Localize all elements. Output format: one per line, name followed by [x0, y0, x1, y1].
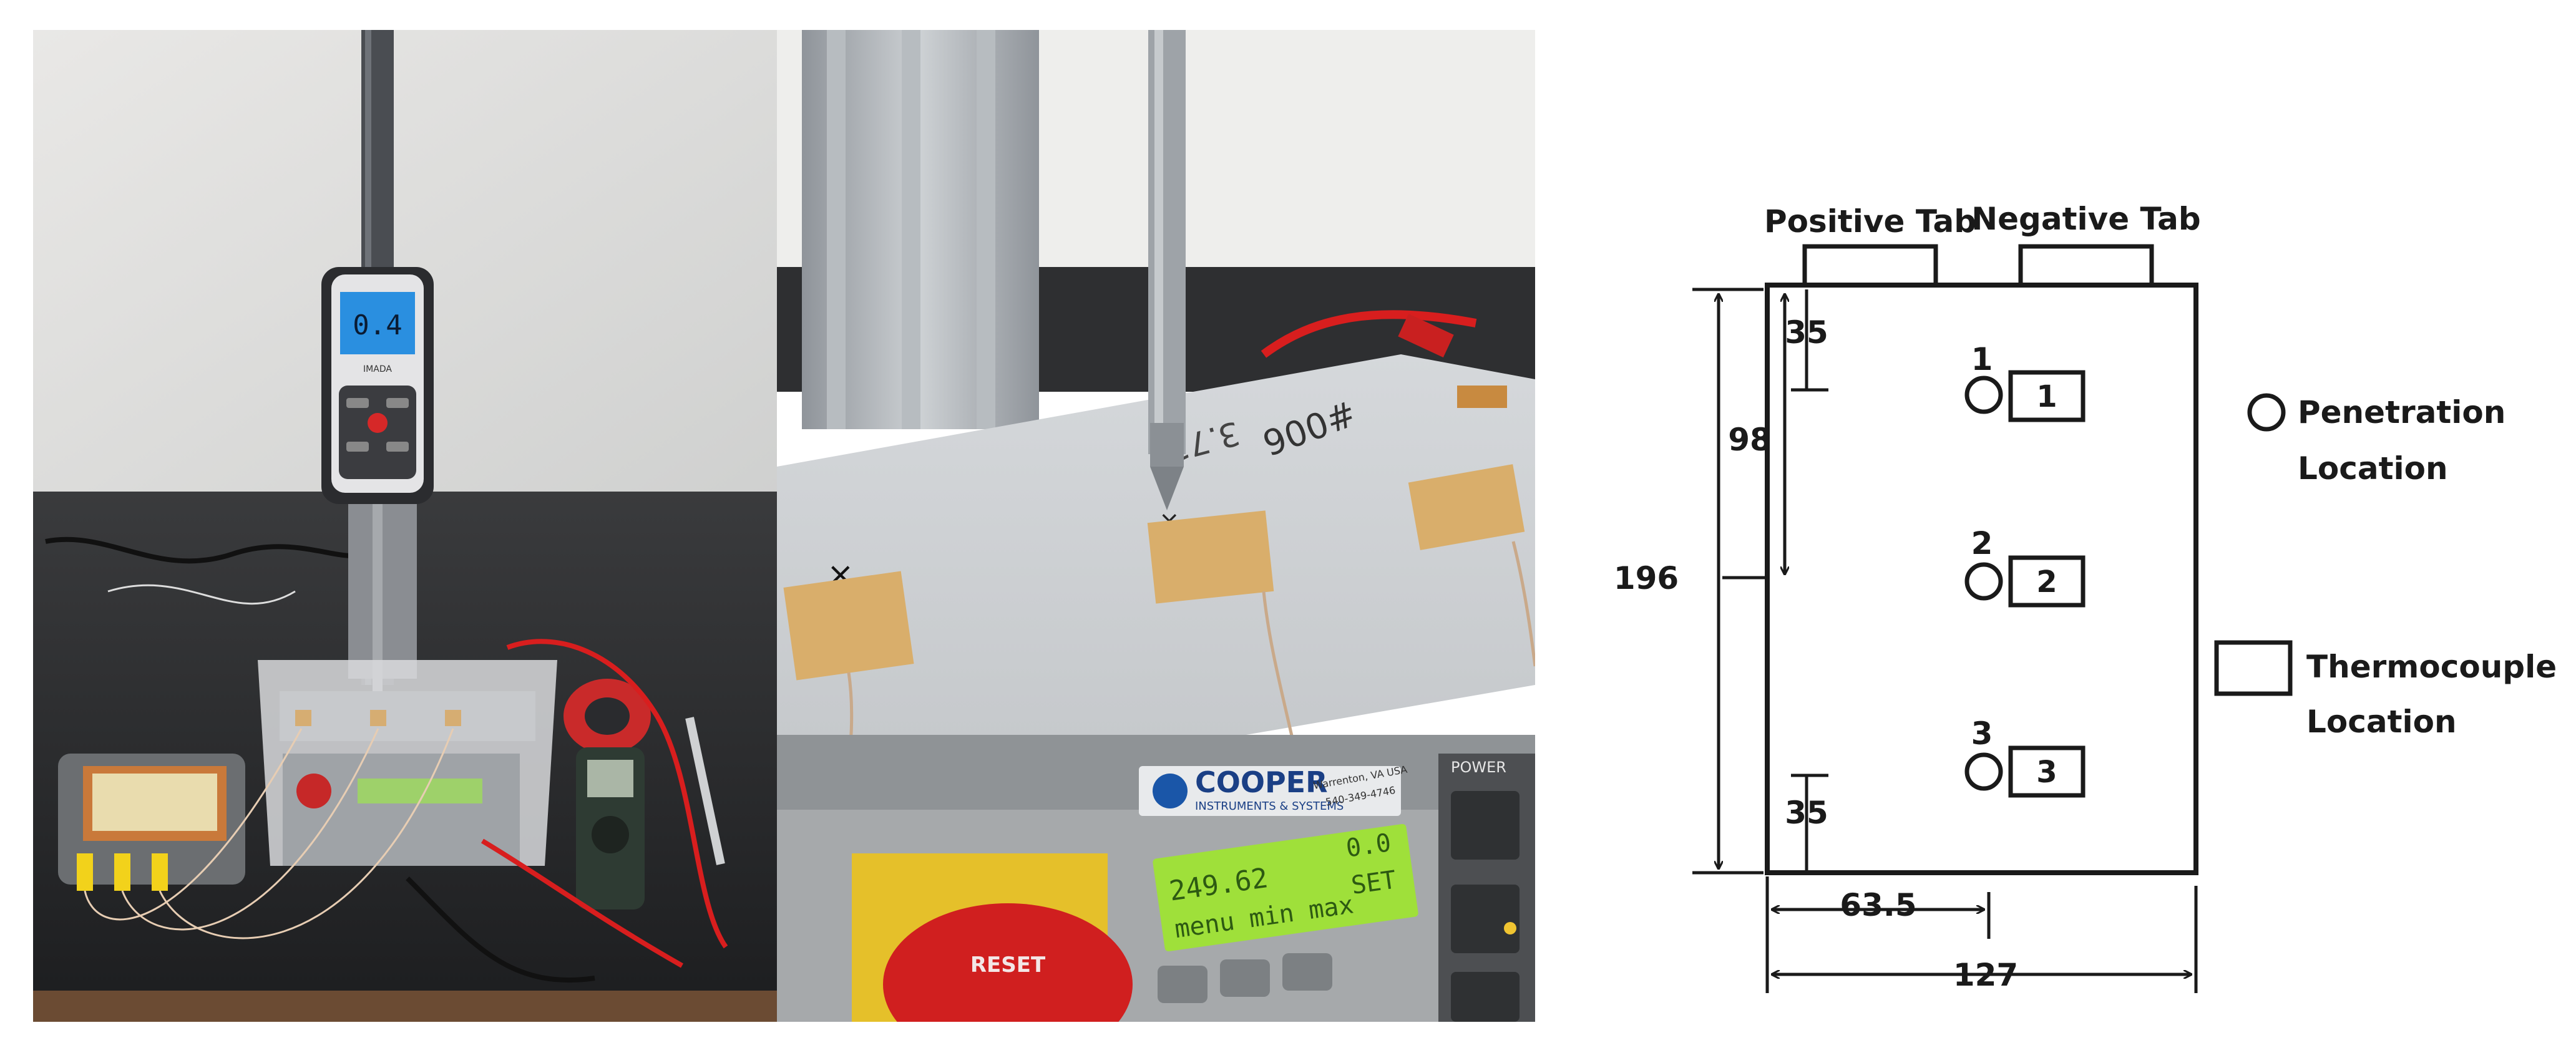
tester-brand: COOPER	[1195, 765, 1328, 799]
penetration-closeup-photo: #006 3.71V × × COOPER INSTRUMENTS & SYST…	[777, 30, 1535, 1022]
point-number-2: 2	[1971, 525, 1993, 561]
power-label: POWER	[1451, 759, 1506, 776]
dimension-35-bottom	[1791, 774, 1828, 873]
dim-total-height: 196	[1614, 560, 1679, 596]
legend-thermocouple-line1: Thermocouple	[2306, 649, 2557, 685]
cell-schematic: Positive Tab Negative Tab 1 1 2 2 3 3	[1535, 0, 2576, 1048]
legend-thermocouple-icon	[2214, 640, 2293, 696]
tester-lcd	[1153, 823, 1418, 952]
dim-total-width: 127	[1953, 957, 2018, 993]
dimension-98	[1722, 289, 1785, 580]
dim-half-width: 63.5	[1840, 887, 1916, 923]
reset-button-label: RESET	[970, 953, 1046, 978]
gauge-brand: IMADA	[363, 364, 392, 374]
setup-photo: 0.4 IMADA	[33, 30, 777, 1022]
tester-lcd-line2-right: SET	[1349, 865, 1398, 900]
location-1: 1 1	[1964, 341, 2086, 422]
thermocouple-pad-left	[783, 571, 914, 681]
negative-tab-label: Negative Tab	[1971, 201, 2200, 237]
dimension-63-5	[1765, 876, 1991, 993]
tester-brand-sub: INSTRUMENTS & SYSTEMS	[1195, 800, 1344, 813]
gauge-screen	[340, 292, 415, 354]
nail-shaft	[373, 504, 383, 704]
legend-penetration-line2: Location	[2298, 450, 2448, 487]
clamp-meter	[564, 679, 651, 910]
positive-tab-label: Positive Tab	[1764, 203, 1976, 240]
negative-tab	[2018, 244, 2154, 288]
location-3: 3 3	[1964, 716, 2086, 798]
dim-top: 35	[1785, 314, 1828, 351]
bench-edge	[33, 991, 777, 1022]
legend-thermocouple-line2: Location	[2306, 704, 2457, 740]
nail-tip	[1150, 467, 1184, 510]
legend: Penetration Location Thermocouple Locati…	[2214, 393, 2557, 740]
point-number-3: 3	[1971, 716, 1993, 752]
reset-button	[883, 903, 1133, 1022]
battery-cell	[280, 691, 535, 741]
thermocouple-label-2: 2	[2036, 565, 2057, 599]
thermocouple-pad-3	[445, 710, 461, 726]
thermocouple-pad-center	[1147, 510, 1274, 604]
nail-rod	[1148, 30, 1186, 454]
dim-middle: 98	[1728, 422, 1772, 458]
tester-lcd-line1-right: 0.0	[1344, 828, 1393, 863]
thermocouple-box-3	[2008, 745, 2086, 798]
dimension-127	[1772, 886, 2198, 993]
temperature-logger	[58, 754, 245, 891]
penetration-marker-2	[1964, 562, 2003, 601]
thermocouple-pad-1	[295, 710, 311, 726]
legend-penetration-icon	[2247, 393, 2286, 432]
thermocouple-pad-right	[1408, 464, 1525, 550]
legend-penetration-line1: Penetration	[2298, 394, 2505, 430]
dimension-35-top	[1791, 289, 1828, 392]
positive-tab	[1802, 244, 1938, 288]
gauge-reading: 0.4	[353, 309, 402, 341]
dimension-196	[1692, 288, 1764, 875]
thermocouple-box-2	[2008, 555, 2086, 608]
thermocouple-label-3: 3	[2036, 755, 2057, 790]
location-2: 2 2	[1964, 525, 2086, 608]
force-gauge: 0.4 IMADA	[321, 267, 434, 504]
penetration-marker-3	[1964, 752, 2003, 791]
thermocouple-box-1	[2008, 370, 2086, 422]
point-number-1: 1	[1971, 341, 1993, 377]
penetration-marker-1	[1964, 376, 2003, 414]
gauge-red-button	[368, 413, 388, 433]
thermocouple-label-1: 1	[2036, 379, 2057, 414]
thermocouple-pad-2	[370, 710, 386, 726]
dim-bottom: 35	[1785, 795, 1828, 831]
